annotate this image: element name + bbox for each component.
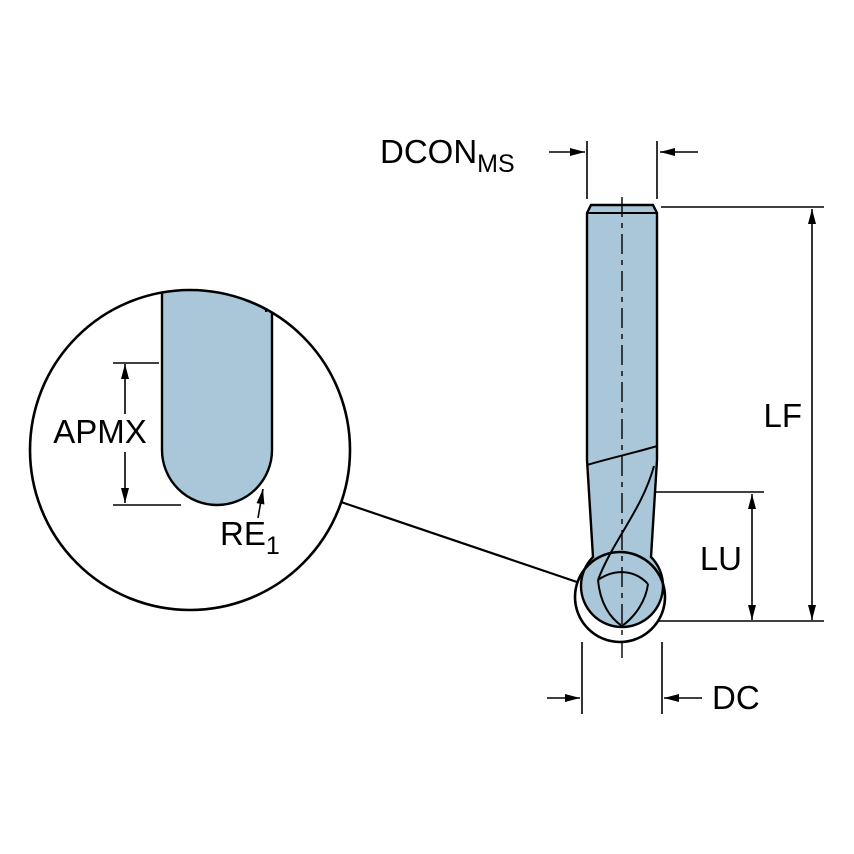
- lf-label: LF: [763, 397, 802, 434]
- flute-transition-line: [586, 445, 658, 466]
- dim-re: RE1: [220, 488, 280, 560]
- end-mill-tool: [579, 197, 665, 658]
- detail-lens-circle: [28, 288, 352, 612]
- dcon-label: DCONMS: [380, 133, 515, 178]
- re-label: RE1: [220, 515, 280, 560]
- detail-tip-shape: [160, 290, 274, 507]
- ball-edge-left: [597, 579, 623, 627]
- lu-label: LU: [700, 540, 742, 577]
- dim-dcon: DCONMS: [380, 133, 698, 199]
- dim-lu: LU: [655, 491, 764, 620]
- dc-label: DC: [712, 679, 760, 716]
- ball-edge-right: [621, 583, 649, 627]
- detail-flute-edge-line: [262, 290, 267, 313]
- detail-target-circle: [573, 550, 667, 644]
- ball-edge-cross: [597, 571, 649, 585]
- apmx-label: APMX: [53, 413, 147, 450]
- dim-apmx: APMX: [53, 362, 181, 506]
- tool-silhouette: [579, 203, 665, 629]
- dim-dc: DC: [547, 642, 760, 716]
- flute-spiral-edge: [597, 465, 655, 581]
- detail-connector-line: [340, 500, 578, 584]
- dim-lf: LF: [658, 206, 824, 622]
- re-leader-arrow: [256, 488, 265, 519]
